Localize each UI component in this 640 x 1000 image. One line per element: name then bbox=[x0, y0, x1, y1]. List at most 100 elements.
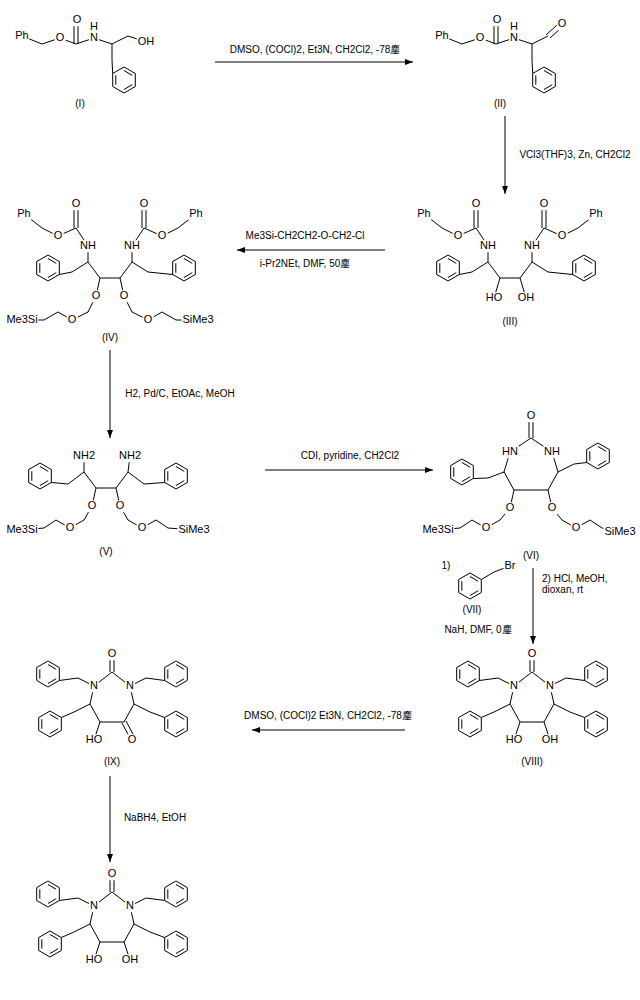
atom-label: O bbox=[557, 230, 568, 242]
atom-label: N bbox=[545, 680, 555, 692]
compound-I-part bbox=[22, 24, 135, 93]
atom-label: Ph bbox=[588, 208, 603, 220]
compound-VI-part bbox=[587, 443, 610, 469]
atom-label: Ph bbox=[14, 30, 29, 42]
compound-number: (III) bbox=[502, 317, 519, 328]
atom-label: O bbox=[526, 410, 537, 422]
compound-II-part bbox=[532, 36, 548, 44]
atom-label: O bbox=[55, 32, 66, 44]
reagent-text: CDI, pyridine, CH2Cl2 bbox=[300, 451, 400, 462]
atom-label: SiMe3 bbox=[177, 524, 210, 536]
compound-VI bbox=[438, 420, 620, 532]
atom-label: Ph bbox=[416, 208, 431, 220]
atom-label: NH bbox=[523, 240, 541, 252]
atom-label: O bbox=[539, 198, 550, 210]
atom-label: N bbox=[509, 680, 519, 692]
compound-number: (I) bbox=[74, 99, 85, 110]
compound-II-part bbox=[442, 24, 555, 93]
reaction-arrows-part bbox=[252, 730, 405, 731]
atom-label: OH bbox=[137, 36, 156, 48]
compound-III bbox=[424, 208, 596, 298]
atom-label: O bbox=[71, 198, 82, 210]
atom-label: NH bbox=[479, 240, 497, 252]
reagent-text: VCl3(THF)3, Zn, CH2Cl2 bbox=[518, 150, 631, 161]
atom-label: OH bbox=[541, 734, 560, 746]
reaction-arrows-part bbox=[110, 776, 111, 862]
compound-number: (V) bbox=[98, 547, 113, 558]
atom-label: O bbox=[67, 314, 78, 326]
reaction-arrows-part bbox=[533, 568, 534, 644]
atom-label: H bbox=[89, 21, 99, 33]
atom-label: O bbox=[157, 230, 168, 242]
atom-label: NH2 bbox=[72, 450, 96, 462]
atom-label: HO bbox=[85, 954, 104, 966]
reagent-text: i-Pr2NEt, DMF, 50鏖 bbox=[259, 259, 352, 270]
atom-label: SiMe3 bbox=[181, 314, 214, 326]
atom-label: O bbox=[91, 290, 102, 302]
atom-label: N bbox=[125, 900, 135, 912]
compound-number: (VII) bbox=[462, 605, 483, 616]
compound-VII-part bbox=[459, 573, 482, 599]
compound-IV-part bbox=[24, 208, 196, 281]
atom-label: O bbox=[492, 14, 503, 26]
compound-VI-part bbox=[533, 420, 534, 438]
compound-IX-part bbox=[37, 656, 188, 737]
reagent-text: DMSO, (COCl)2 Et3N, CH2Cl2, -78鏖 bbox=[243, 711, 413, 722]
compound-product bbox=[37, 876, 188, 960]
compound-number: (IV) bbox=[101, 333, 119, 344]
atom-label: OH bbox=[517, 292, 536, 304]
reaction-arrows bbox=[110, 62, 533, 862]
compound-number: (VI) bbox=[522, 551, 540, 562]
reaction-arrows-part bbox=[505, 116, 506, 194]
atom-label: SiMe3 bbox=[603, 526, 636, 538]
compound-V-part bbox=[51, 472, 164, 488]
reaction-arrows-part bbox=[215, 62, 413, 63]
compound-VI-part bbox=[558, 463, 587, 473]
compound-number: (II) bbox=[493, 99, 507, 110]
reagent-text: NaH, DMF, 0鏖 bbox=[443, 625, 512, 636]
atom-label: NH bbox=[123, 240, 141, 252]
atom-label: O bbox=[137, 522, 148, 534]
reagent-text: Me3Si-CH2CH2-O-CH2-Cl bbox=[245, 231, 366, 242]
atom-label: O bbox=[87, 500, 98, 512]
reaction-arrows-part bbox=[110, 350, 111, 438]
atom-label: O bbox=[505, 502, 516, 514]
compound-VIII bbox=[457, 656, 608, 740]
atom-label: N bbox=[125, 680, 135, 692]
atom-label: O bbox=[471, 198, 482, 210]
atom-label: O bbox=[65, 522, 76, 534]
compound-VII bbox=[459, 566, 510, 599]
reagent-text: 2) HCl, MeOH, dioxan, rt bbox=[541, 574, 637, 595]
compound-number: (IX) bbox=[103, 757, 121, 768]
atom-label: O bbox=[453, 230, 464, 242]
atom-label: HO bbox=[505, 734, 524, 746]
reagent-text: DMSO, (COCl)2, Et3N, CH2Cl2, -78鏖 bbox=[229, 45, 402, 56]
atom-label: Ph bbox=[434, 30, 449, 42]
compound-IV bbox=[22, 208, 198, 320]
compound-III-part bbox=[424, 208, 596, 281]
atom-label: OH bbox=[121, 954, 140, 966]
atom-label: O bbox=[107, 648, 118, 660]
compound-VI-part bbox=[529, 420, 530, 438]
atom-label: O bbox=[115, 500, 126, 512]
atom-label: N bbox=[89, 900, 99, 912]
compound-IX bbox=[37, 656, 188, 740]
atom-label: Br bbox=[504, 560, 517, 572]
compound-II bbox=[442, 24, 561, 93]
compound-V-part bbox=[165, 463, 188, 489]
reagent-text: 1) bbox=[441, 561, 452, 572]
reaction-arrows-part bbox=[237, 250, 385, 251]
atom-label: H bbox=[509, 21, 519, 33]
reagent-text: H2, Pd/C, EtOAc, MeOH bbox=[124, 389, 235, 400]
atom-label: O bbox=[527, 648, 538, 660]
atom-label: NH bbox=[79, 240, 97, 252]
compound-V-part bbox=[29, 463, 52, 489]
atom-label: O bbox=[72, 14, 83, 26]
atom-label: Me3Si bbox=[5, 314, 38, 326]
compound-V bbox=[22, 456, 194, 530]
compound-I bbox=[22, 24, 146, 93]
atom-label: HO bbox=[85, 734, 104, 746]
atom-label: Me3Si bbox=[421, 524, 454, 536]
atom-label: N bbox=[509, 32, 519, 44]
